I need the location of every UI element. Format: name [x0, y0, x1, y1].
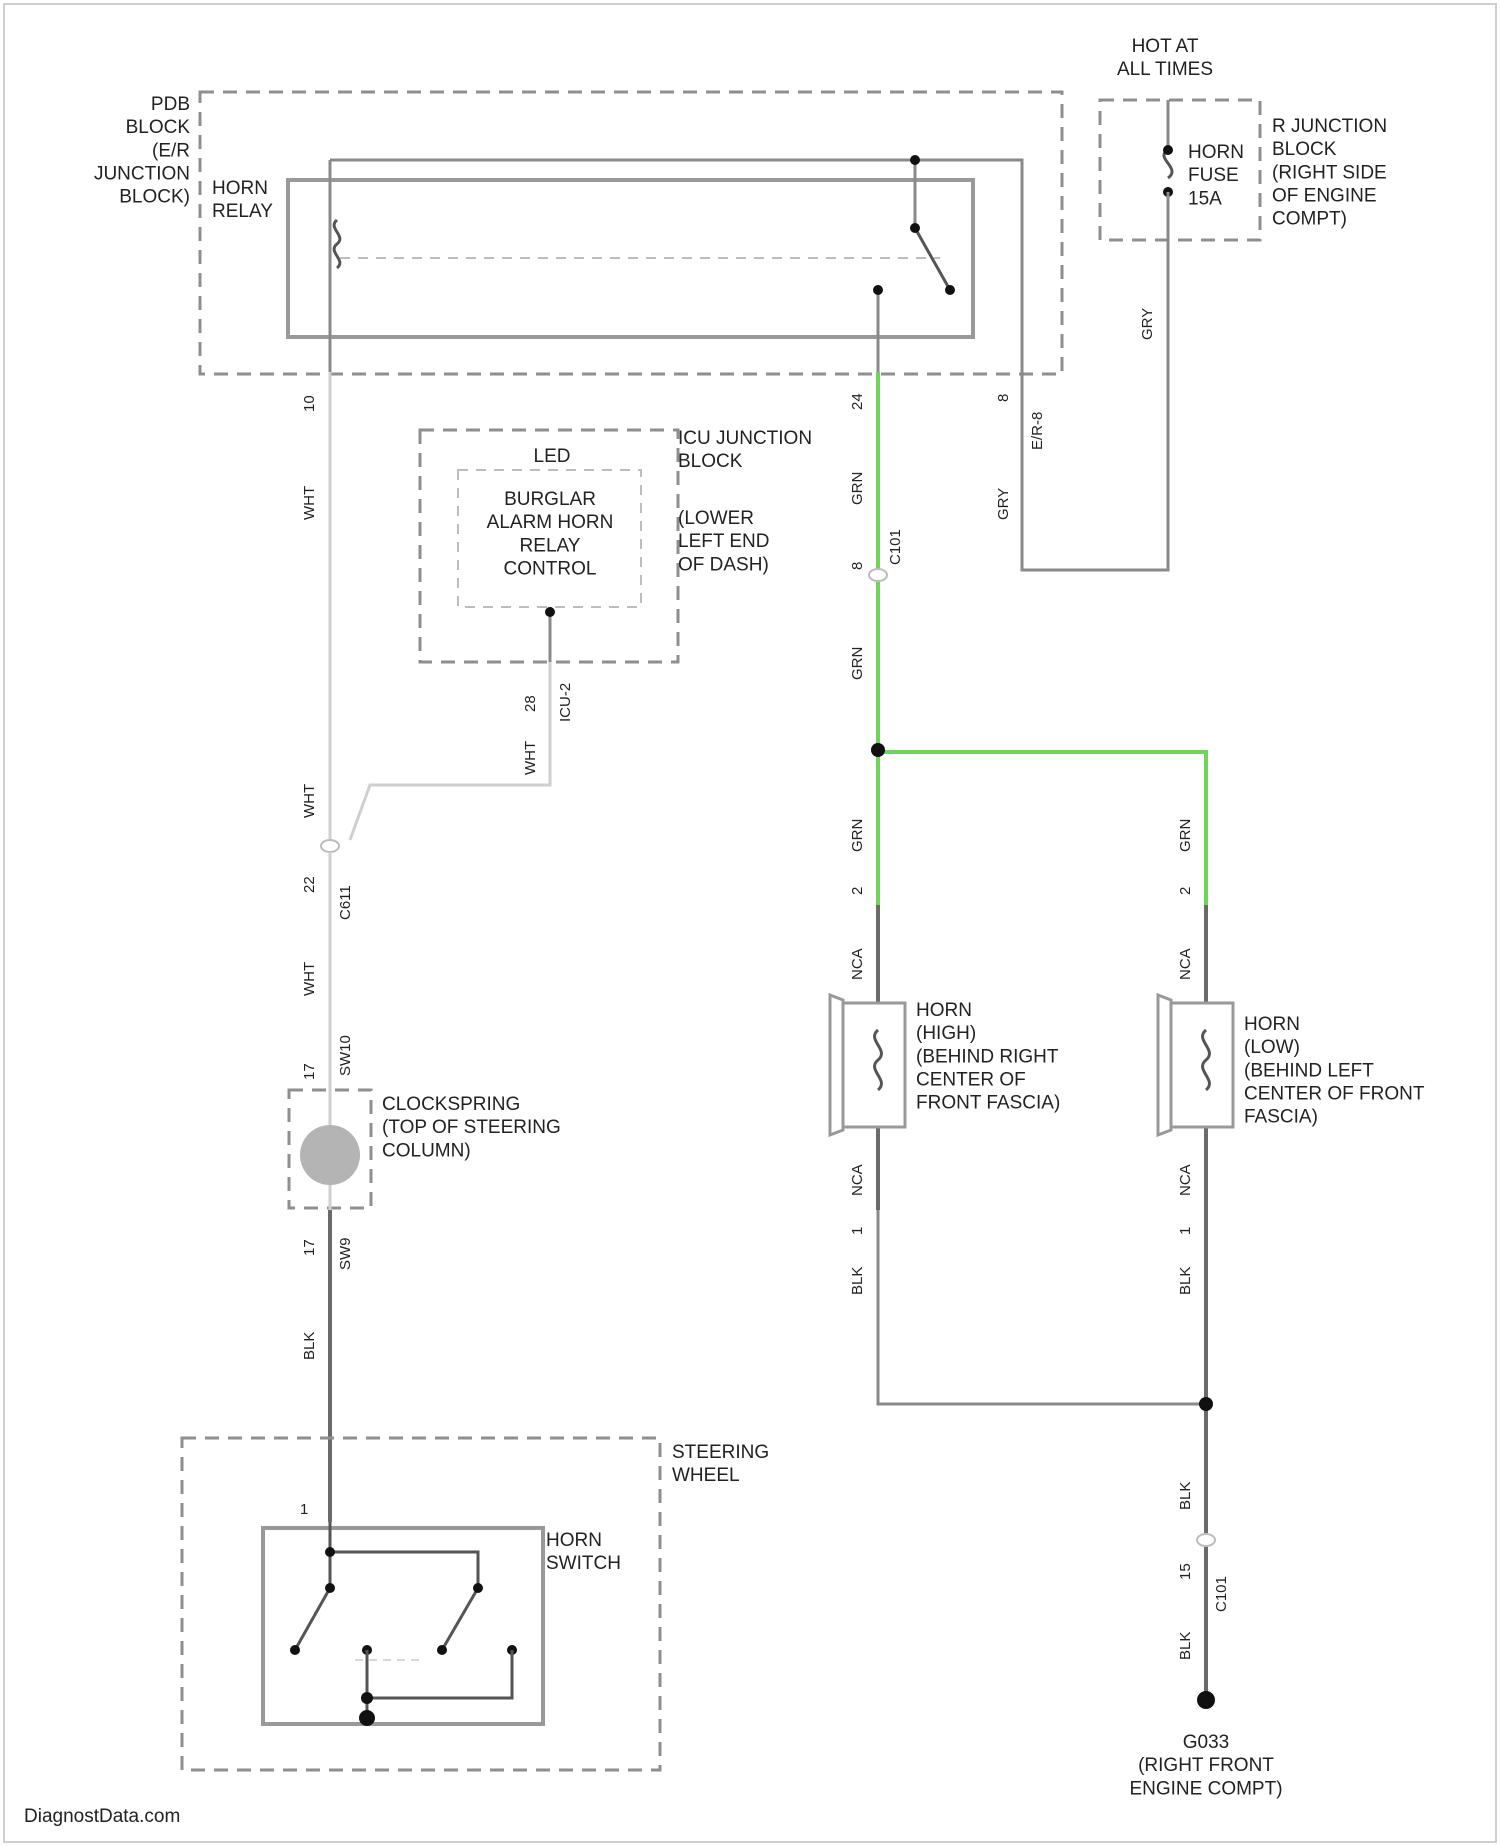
horn-switch-body [263, 1528, 543, 1724]
relay-left-pin: 10 [301, 395, 318, 412]
relay-right-wire-label: GRY [995, 488, 1012, 520]
relay-right-pin: 8 [995, 394, 1012, 402]
grn-high-label: GRN [849, 819, 866, 852]
horn-high-icon [830, 995, 843, 1135]
low-top-pin: 2 [1177, 887, 1194, 895]
splice-connector [321, 840, 339, 852]
relay-mid-pin: 24 [849, 393, 866, 410]
nca-low-bottom-label: NCA [1177, 1164, 1194, 1196]
clockspring-bottom-connector: SW9 [337, 1237, 354, 1270]
switch-node [361, 1692, 373, 1704]
relay-node [910, 155, 920, 165]
switch-node [437, 1645, 447, 1655]
blk-low-label: BLK [1177, 1267, 1194, 1295]
clockspring-icon [300, 1125, 360, 1185]
grn-1-label: GRN [849, 472, 866, 505]
grn-low-label: GRN [1177, 819, 1194, 852]
grn-2-label: GRN [849, 647, 866, 680]
ground-connector: C101 [1213, 1576, 1230, 1612]
relay-contact-node [910, 223, 920, 233]
blk-ground-1-label: BLK [1177, 1482, 1194, 1510]
grn-connector-icon [869, 569, 887, 581]
grn-connector-pin: 8 [849, 562, 866, 570]
blk-ground-2-label: BLK [1177, 1632, 1194, 1660]
high-bottom-pin: 1 [849, 1227, 866, 1235]
nca-high-top-label: NCA [849, 948, 866, 980]
splice-connector-label: C611 [337, 885, 354, 920]
ground-connector-icon [1197, 1534, 1215, 1546]
nca-high-bottom-label: NCA [849, 1164, 866, 1196]
icu-wire-label: WHT [522, 741, 539, 775]
high-top-pin: 2 [849, 887, 866, 895]
switch-ground-node [359, 1710, 375, 1726]
fuse-wire-label: GRY [1139, 308, 1156, 340]
relay-right-connector: E/R-8 [1029, 412, 1046, 450]
switch-node [325, 1583, 335, 1593]
clockspring-top-connector: SW10 [337, 1035, 354, 1076]
white-lower-label: WHT [301, 962, 318, 996]
watermark: DiagnostData.com [24, 1806, 180, 1827]
relay-contact-node [945, 285, 955, 295]
splice-pin: 22 [301, 876, 318, 893]
clockspring-top-pin: 17 [301, 1063, 318, 1080]
ground-splice-node [1199, 1397, 1213, 1411]
horn-low-icon [1158, 995, 1171, 1135]
grn-connector: C101 [887, 529, 904, 565]
switch-node [473, 1583, 483, 1593]
relay-output-node [873, 285, 883, 295]
fuse-node [1163, 145, 1173, 155]
icu-pin: 28 [522, 695, 539, 712]
icu-connector: ICU-2 [557, 683, 574, 722]
ground-connector-pin: 15 [1177, 1563, 1194, 1580]
nca-low-top-label: NCA [1177, 948, 1194, 980]
switch-node [325, 1547, 335, 1557]
blk-high-label: BLK [849, 1267, 866, 1295]
blk-left-label: BLK [301, 1332, 318, 1360]
switch-node [290, 1645, 300, 1655]
ground-node [1197, 1691, 1215, 1709]
low-bottom-pin: 1 [1177, 1227, 1194, 1235]
clockspring-bottom-pin: 17 [301, 1239, 318, 1256]
led-label: LED [534, 446, 571, 467]
icu-node [545, 607, 555, 617]
white-upper-label: WHT [301, 784, 318, 818]
steering-pin: 1 [300, 1501, 308, 1518]
relay-left-wire-label: WHT [301, 486, 318, 520]
green-splice-node [871, 743, 885, 757]
